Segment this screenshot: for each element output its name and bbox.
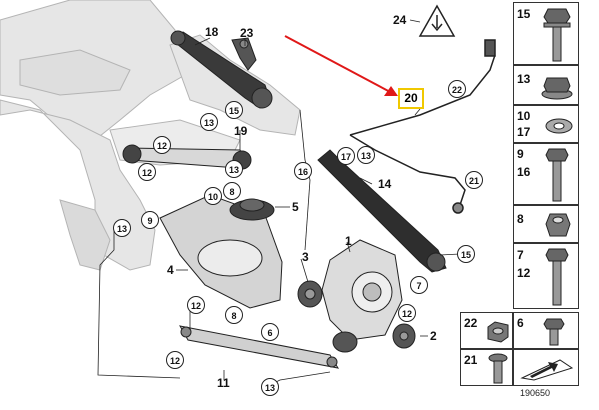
legend-label: 8 — [517, 212, 524, 226]
legend-label: 7 — [517, 248, 524, 262]
bushing-3 — [297, 280, 323, 308]
callout-4[interactable]: 4 — [167, 263, 174, 277]
callout-circle-12[interactable]: 12 — [153, 136, 171, 154]
callout-23[interactable]: 23 — [240, 26, 254, 40]
wheel-carrier — [321, 239, 403, 353]
legend-cell-arrow-sign[interactable] — [513, 349, 579, 386]
callout-24[interactable]: 24 — [393, 13, 407, 27]
callout-circle-8[interactable]: 8 — [225, 306, 243, 324]
image-number: 190650 — [520, 388, 551, 398]
callout-circle-13[interactable]: 13 — [200, 113, 218, 131]
callout-circle-9[interactable]: 9 — [141, 211, 159, 229]
callout-11[interactable]: 11 — [217, 376, 230, 390]
legend-cell-hex-bolt[interactable]: 7 12 — [513, 243, 579, 309]
legend-cell-small-bolt[interactable]: 6 — [513, 312, 579, 349]
legend-label: 12 — [517, 266, 531, 280]
callout-5[interactable]: 5 — [292, 200, 299, 214]
legend-label: 10 — [517, 109, 531, 123]
legend-cell-hex-nut[interactable]: 8 — [513, 205, 579, 243]
callout-circle-10[interactable]: 10 — [204, 187, 222, 205]
legend-label: 13 — [517, 72, 531, 86]
trailing-link — [317, 149, 447, 273]
callout-circle-16[interactable]: 16 — [294, 162, 312, 180]
callout-circle-15[interactable]: 15 — [225, 101, 243, 119]
callout-circle-6[interactable]: 6 — [261, 323, 279, 341]
callout-18[interactable]: 18 — [205, 25, 219, 39]
callout-circle-15[interactable]: 15 — [457, 245, 475, 263]
legend-cell-washer[interactable]: 10 17 — [513, 105, 579, 143]
callout-3[interactable]: 3 — [302, 250, 309, 264]
callout-circle-7[interactable]: 7 — [410, 276, 428, 294]
legend-label: 9 — [517, 147, 524, 161]
legend-label: 16 — [517, 165, 531, 179]
legend-cell-cable-clip[interactable]: 22 — [460, 312, 513, 349]
legend-cell-flange-bolt[interactable]: 15 — [513, 2, 579, 65]
callout-circle-21[interactable]: 21 — [465, 171, 483, 189]
long-bolt-icon — [545, 148, 569, 202]
callout-circle-13[interactable]: 13 — [357, 146, 375, 164]
legend-label: 17 — [517, 125, 531, 139]
lower-wishbone — [159, 194, 283, 309]
callout-circle-12[interactable]: 12 — [166, 351, 184, 369]
legend-label: 6 — [517, 316, 524, 330]
callout-circle-12[interactable]: 12 — [138, 163, 156, 181]
hex-nut-icon — [545, 213, 571, 237]
callout-circle-22[interactable]: 22 — [448, 80, 466, 98]
legend-label: 22 — [464, 316, 478, 330]
flange-nut-icon — [541, 77, 573, 100]
bushing-2 — [392, 323, 416, 349]
toe-link — [179, 325, 340, 369]
callout-14[interactable]: 14 — [378, 177, 392, 191]
torx-screw-icon — [488, 353, 508, 384]
legend-cell-torx-screw[interactable]: 21 — [460, 349, 513, 386]
callout-1[interactable]: 1 — [345, 234, 352, 248]
highlight-arrow — [284, 35, 398, 96]
small-bolt-icon — [543, 318, 565, 346]
callout-circle-8[interactable]: 8 — [223, 182, 241, 200]
callout-circle-12[interactable]: 12 — [398, 304, 416, 322]
callout-circle-17[interactable]: 17 — [337, 147, 355, 165]
washer-icon — [545, 118, 573, 134]
legend-cell-long-bolt[interactable]: 9 16 — [513, 143, 579, 205]
highlighted-part-20[interactable]: 20 — [398, 88, 424, 109]
legend-label: 21 — [464, 353, 478, 367]
legend-label: 15 — [517, 7, 531, 21]
cable-clip-icon — [487, 321, 509, 343]
rubber-mount — [229, 198, 275, 221]
callout-2[interactable]: 2 — [430, 329, 437, 343]
hex-bolt-icon — [545, 248, 569, 306]
warning-triangle-icon — [418, 4, 456, 37]
callout-circle-13[interactable]: 13 — [261, 378, 279, 396]
callout-circle-13[interactable]: 13 — [113, 219, 131, 237]
upper-control-arm — [170, 30, 273, 109]
callout-19[interactable]: 19 — [234, 124, 248, 138]
callout-circle-13[interactable]: 13 — [225, 160, 243, 178]
flange-bolt-icon — [543, 8, 571, 62]
arrow-sign-icon — [520, 359, 574, 381]
callout-circle-13[interactable]: 12 — [187, 296, 205, 314]
legend-cell-flange-nut[interactable]: 13 — [513, 65, 579, 105]
